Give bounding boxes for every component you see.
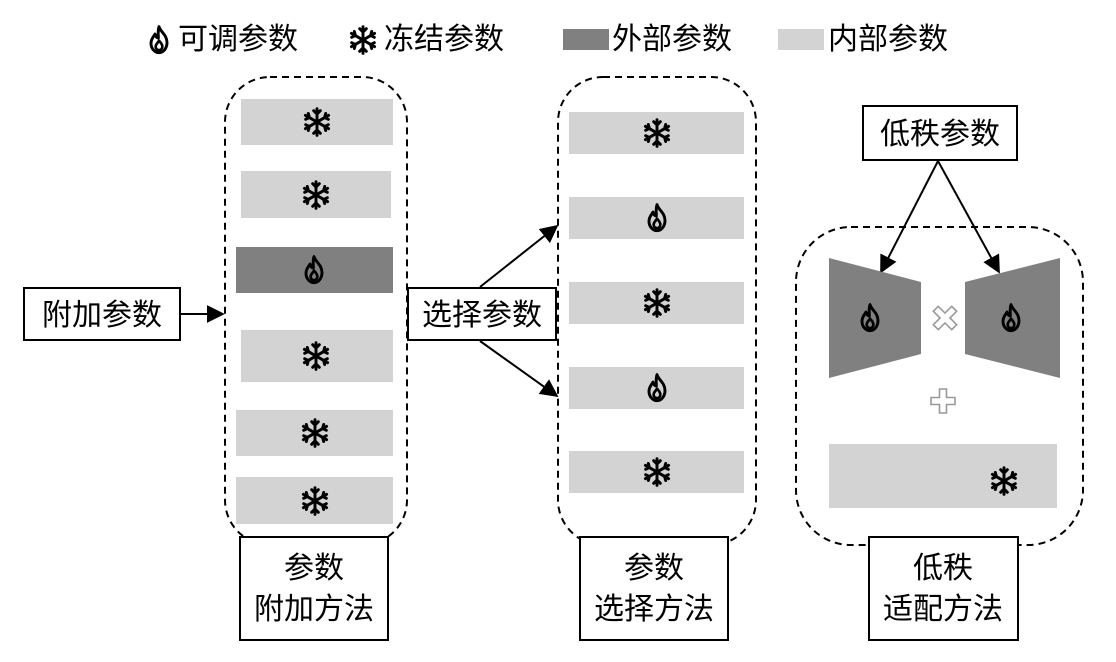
plus-icon <box>930 388 956 414</box>
lowrank-arrow-right <box>937 160 1000 274</box>
lowrank-method-caption-box <box>868 536 1019 641</box>
selection-method-line1: 参数 <box>624 551 684 586</box>
legend-tunable-label: 可调参数 <box>178 22 298 57</box>
lowrank-arrow-left <box>880 160 939 274</box>
addition-method-line2: 附加方法 <box>254 592 374 627</box>
select-params-box <box>407 287 557 341</box>
lowrank-params-box <box>862 105 1018 161</box>
addition-method-group: 附加参数 参数 附加方法 <box>23 76 408 641</box>
snowflake-icon <box>349 25 377 55</box>
selection-method-line2: 选择方法 <box>594 592 714 627</box>
legend-external-label: 外部参数 <box>612 22 732 57</box>
lowrank-method-line2: 适配方法 <box>883 592 1003 627</box>
lowrank-container <box>795 226 1084 546</box>
external-swatch <box>563 29 609 50</box>
select-arrow-down <box>479 340 559 398</box>
down-projection-matrix <box>829 258 921 378</box>
add-params-label: 附加参数 <box>42 298 162 333</box>
legend-internal-label: 内部参数 <box>828 22 948 57</box>
selection-method-caption-box <box>579 536 729 641</box>
addition-method-caption-box <box>239 536 389 641</box>
flame-icon <box>149 25 169 55</box>
addition-method-line1: 参数 <box>284 551 344 586</box>
lowrank-method-group: 低秩参数 低秩 适配方法 <box>795 105 1084 641</box>
legend-frozen-label: 冻结参数 <box>384 22 504 57</box>
select-arrow-up <box>479 224 559 288</box>
lowrank-params-label: 低秩参数 <box>880 117 1000 152</box>
selection-container <box>557 76 757 546</box>
lowrank-method-line1: 低秩 <box>913 551 973 586</box>
internal-param-block <box>829 444 1057 508</box>
legend: 可调参数 冻结参数 外部参数 内部参数 <box>149 22 948 57</box>
internal-swatch <box>778 29 824 50</box>
selection-method-group: 选择参数 参数 选择方法 <box>407 76 757 641</box>
addition-container <box>224 76 408 546</box>
select-params-label: 选择参数 <box>422 298 542 333</box>
multiply-icon <box>932 305 958 331</box>
up-projection-matrix <box>965 258 1060 378</box>
